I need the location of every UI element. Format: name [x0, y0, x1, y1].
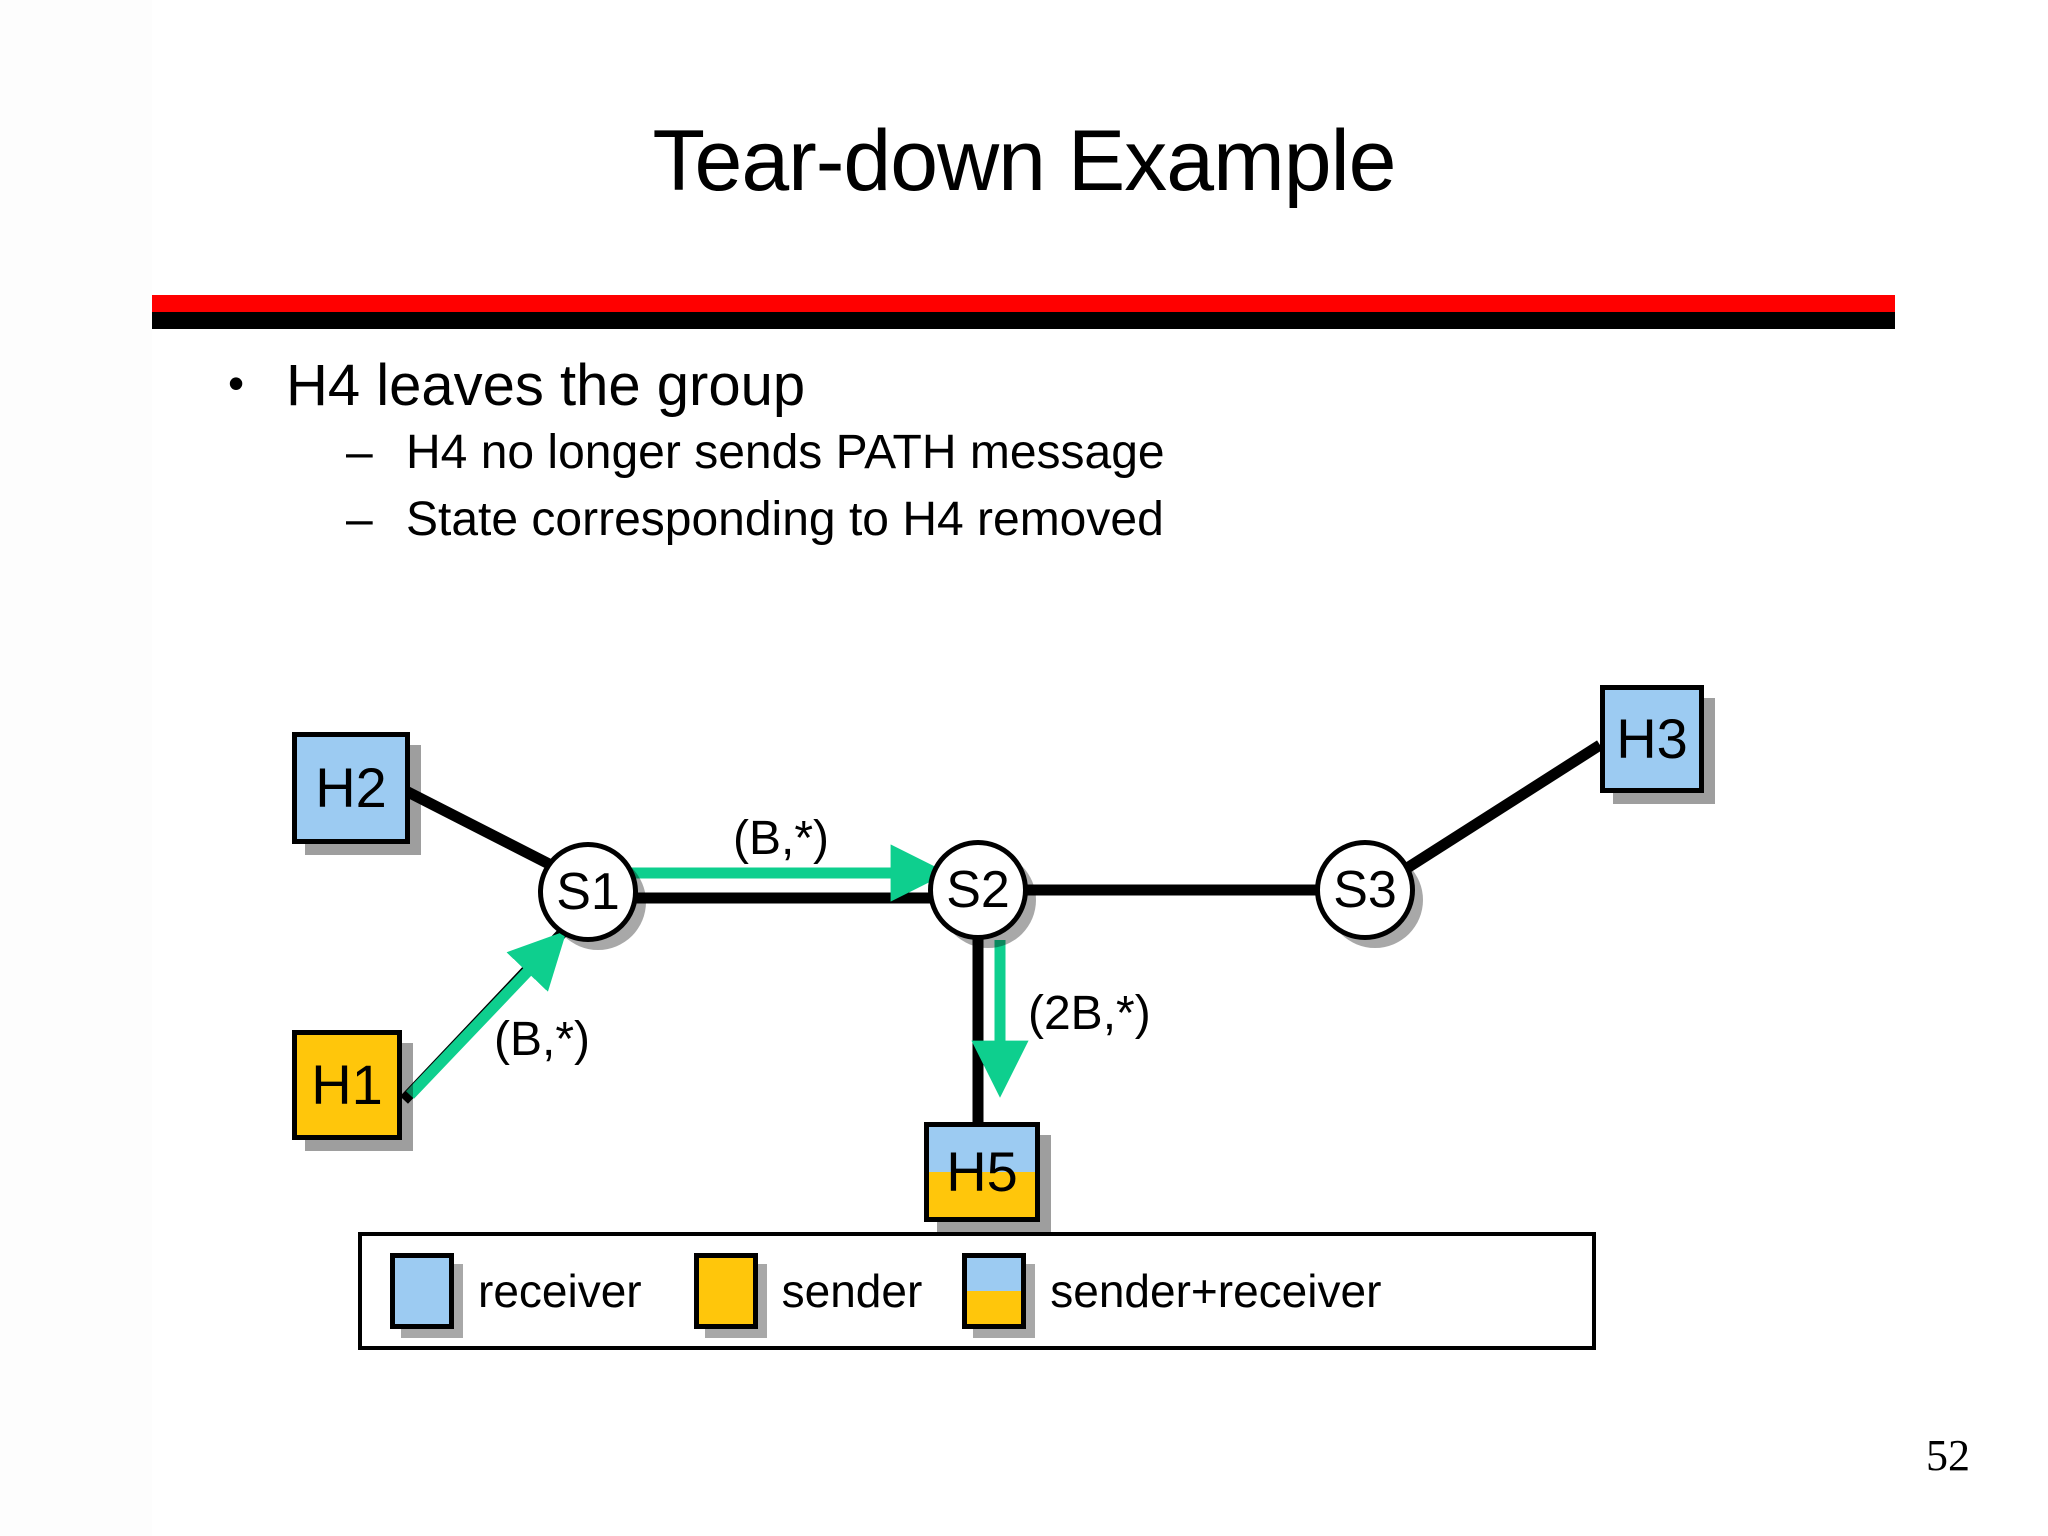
host-label: H5 [946, 1140, 1018, 1203]
host-label: H1 [311, 1053, 383, 1116]
router-node-s3[interactable]: S3 [1315, 840, 1415, 940]
swatch-half-receiver [967, 1258, 1022, 1291]
bullet-item-sub-1: – H4 no longer sends PATH message [346, 428, 1728, 479]
divider-black-band [152, 312, 1895, 329]
bullet-item-primary: • H4 leaves the group [228, 353, 1728, 418]
bullet-marker-icon: • [228, 357, 245, 409]
legend-item-sender-receiver: sender+receiver [962, 1253, 1381, 1329]
legend-label: receiver [478, 1265, 642, 1317]
left-margin-strip [0, 0, 152, 1536]
divider-red-band [152, 295, 1895, 312]
router-label: S1 [556, 863, 620, 921]
swatch-half-sender [967, 1291, 1022, 1324]
router-label: S2 [946, 861, 1010, 919]
legend-box: receiver sender sender+receiver [358, 1232, 1596, 1350]
bullet-text: H4 leaves the group [286, 353, 806, 418]
host-label: H3 [1616, 707, 1688, 770]
legend-item-sender: sender [693, 1253, 923, 1329]
sub-bullet-text: H4 no longer sends PATH message [406, 426, 1165, 480]
legend-swatch-sender [693, 1253, 758, 1329]
reservation-arrow-h1-s1 [406, 930, 567, 1099]
router-label: S3 [1333, 861, 1397, 919]
host-node-h3[interactable]: H3 [1600, 685, 1704, 793]
dash-marker-icon: – [346, 493, 373, 547]
host-node-h2[interactable]: H2 [292, 732, 410, 844]
legend-swatch-sender-receiver [962, 1253, 1027, 1329]
page-title: Tear-down Example [652, 113, 1396, 209]
legend-label: sender+receiver [1050, 1265, 1382, 1317]
sub-bullet-text: State corresponding to H4 removed [406, 493, 1164, 547]
host-node-h5[interactable]: H5 [924, 1122, 1040, 1222]
dash-marker-icon: – [346, 426, 373, 480]
host-half-sender [929, 1172, 1035, 1217]
legend-item-receiver: receiver [390, 1253, 642, 1329]
host-label: H2 [315, 756, 387, 819]
bullet-list: • H4 leaves the group – H4 no longer sen… [228, 355, 1728, 562]
host-node-h1[interactable]: H1 [292, 1030, 402, 1140]
legend-swatch-receiver [390, 1253, 454, 1329]
legend-label: sender [781, 1265, 923, 1317]
router-node-s2[interactable]: S2 [928, 840, 1028, 940]
host-half-receiver [929, 1127, 1035, 1172]
reservation-label-h1-s1: (B,*) [494, 1013, 590, 1066]
bullet-item-sub-2: – State corresponding to H4 removed [346, 493, 1728, 547]
reservation-label-s2-h5: (2B,*) [1028, 987, 1151, 1040]
reservation-label-s1-s2: (B,*) [733, 812, 829, 865]
page-number: 52 [1926, 1431, 1970, 1480]
router-node-s1[interactable]: S1 [538, 842, 638, 942]
